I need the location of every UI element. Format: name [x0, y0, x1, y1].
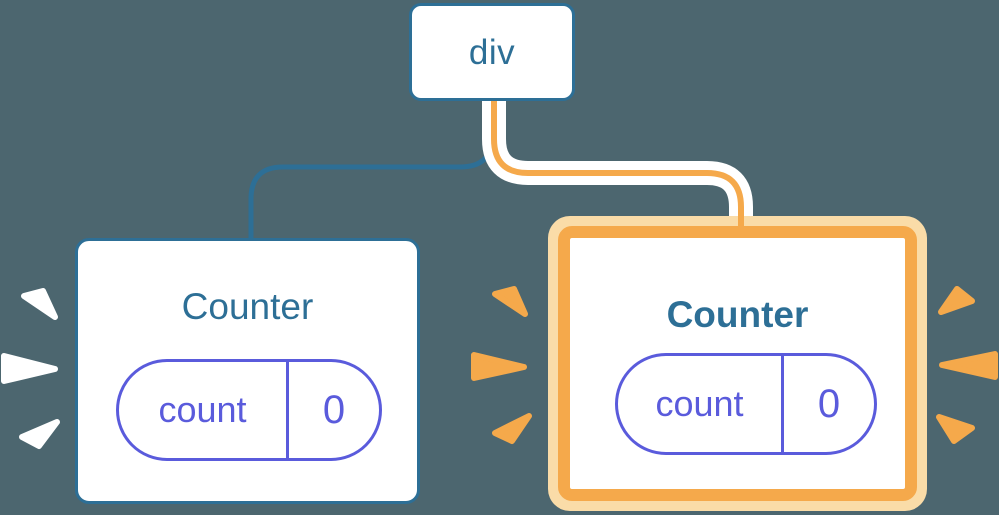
- spark-wedge: [938, 286, 975, 315]
- edge-root-to-right-counter: [491, 99, 744, 216]
- root-node-label: div: [468, 32, 516, 72]
- burst-left-card-white: [1, 288, 60, 449]
- state-pill-right: count 0: [615, 353, 877, 455]
- counter-card-left-title: Counter: [181, 286, 314, 327]
- burst-right-card-left-orange: [471, 286, 532, 444]
- counter-card-right: Counter count 0: [558, 226, 917, 501]
- edge-root-to-right-counter-casing: [482, 99, 753, 216]
- spark-wedge: [471, 352, 527, 381]
- counter-card-right-title: Counter: [666, 294, 809, 335]
- state-pill-left: count 0: [116, 359, 382, 461]
- spark-wedge: [19, 419, 60, 449]
- state-value-left: 0: [322, 388, 346, 432]
- spark-wedge: [21, 288, 58, 320]
- counter-card-left: Counter count 0: [75, 238, 420, 504]
- burst-right-card-right-orange: [936, 286, 998, 444]
- spark-wedge: [492, 286, 528, 317]
- state-key-left: count: [119, 362, 289, 458]
- state-value-right: 0: [817, 382, 841, 426]
- root-node-div: div: [409, 3, 575, 101]
- spark-wedge: [939, 351, 998, 380]
- edge-root-to-left-counter: [248, 99, 495, 240]
- counter-card-right-glow: Counter count 0: [548, 216, 927, 511]
- state-key-right: count: [618, 356, 784, 452]
- spark-wedge: [936, 414, 975, 444]
- spark-wedge: [1, 353, 58, 384]
- spark-wedge: [492, 413, 532, 444]
